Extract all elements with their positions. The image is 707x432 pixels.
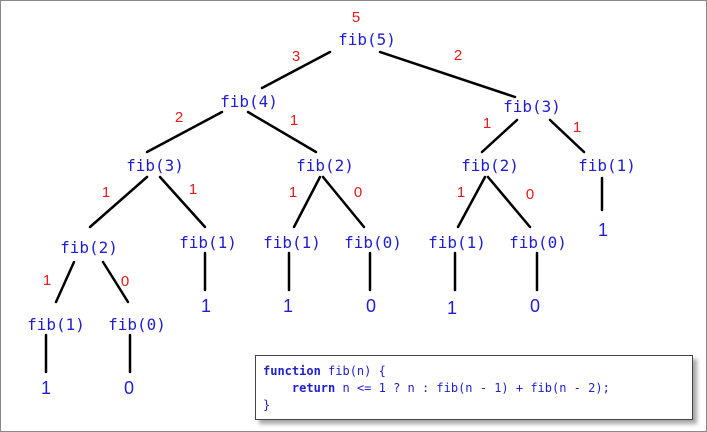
edge-label-fib3l-fib1: 1 xyxy=(189,181,197,198)
edge-label-fib3l-fib2: 1 xyxy=(102,184,110,201)
node-fib3-left: fib(3) xyxy=(126,156,184,175)
node-fib2-right: fib(2) xyxy=(461,156,519,175)
leaf-value-g: 0 xyxy=(124,378,134,398)
edge-label-fib3r-fib1: 1 xyxy=(573,119,581,136)
edge-fib2l-fib1 xyxy=(54,260,76,304)
edge-label-fib2r-fib1: 1 xyxy=(457,184,465,201)
edge-fib3r-fib1 xyxy=(548,118,586,154)
leaf-value-d: 1 xyxy=(447,298,457,318)
edge-label-fib2r-fib0: 0 xyxy=(526,186,534,203)
edge-label-fib2l-fib0: 0 xyxy=(121,273,129,290)
edge-fib4-fib2 xyxy=(246,110,318,154)
node-fib2-left: fib(2) xyxy=(60,238,118,257)
code-snippet: function fib(n) { return n <= 1 ? n : fi… xyxy=(255,355,693,420)
edge-fib2r-fib0 xyxy=(486,175,532,229)
node-fib1-f: fib(1) xyxy=(27,315,85,334)
edge-fib2r-fib1 xyxy=(456,175,487,229)
leaf-value-fib1-right: 1 xyxy=(598,220,608,240)
code-keyword-function: function xyxy=(263,364,321,378)
edge-fib2m-fib1 xyxy=(292,175,322,229)
edge-label-fib4-fib3: 2 xyxy=(175,109,183,126)
edge-label-fib2l-fib1: 1 xyxy=(43,272,51,289)
edge-label-fib3r-fib2: 1 xyxy=(483,115,491,132)
code-indent xyxy=(263,381,292,395)
node-fib5: fib(5) xyxy=(338,30,396,49)
edge-fib3r-fib2 xyxy=(480,118,519,154)
leaf-value-c: 0 xyxy=(366,296,376,316)
node-fib0-c: fib(0) xyxy=(344,233,402,252)
node-fib2-middle: fib(2) xyxy=(296,156,354,175)
edge-fib4-fib3 xyxy=(145,110,224,154)
edge-label-fib5-fib3: 2 xyxy=(454,47,462,64)
edge-fib5-fib3 xyxy=(378,50,517,99)
edge-fib2l-fib0 xyxy=(101,260,130,304)
node-fib1-d: fib(1) xyxy=(428,233,486,252)
edge-fib3l-fib2 xyxy=(88,175,149,229)
leaf-value-b: 1 xyxy=(283,296,293,316)
node-fib1-a: fib(1) xyxy=(179,233,237,252)
edge-label-fib5-fib4: 3 xyxy=(292,48,300,65)
root-value: 5 xyxy=(352,9,360,26)
code-keyword-return: return xyxy=(291,381,336,395)
code-line-2: return n <= 1 ? n : fib(n - 1) + fib(n -… xyxy=(263,380,692,397)
edge-label-fib2m-fib0: 0 xyxy=(354,184,362,201)
edge-fib2m-fib0 xyxy=(321,175,366,229)
code-line-1-rest: fib(n) { xyxy=(320,364,386,378)
node-fib1-b: fib(1) xyxy=(263,233,321,252)
edge-label-fib4-fib2: 1 xyxy=(290,112,298,129)
edge-fib5-fib4 xyxy=(260,50,332,90)
node-fib3-right: fib(3) xyxy=(503,97,561,116)
edge-label-fib2m-fib1: 1 xyxy=(289,184,297,201)
node-fib0-g: fib(0) xyxy=(108,315,166,334)
node-fib4: fib(4) xyxy=(220,92,278,111)
leaf-value-a: 1 xyxy=(201,296,211,316)
code-line-1: function fib(n) { xyxy=(263,363,692,380)
node-fib0-e: fib(0) xyxy=(509,233,567,252)
leaf-value-e: 0 xyxy=(530,296,540,316)
code-line-3: } xyxy=(263,398,271,412)
edge-fib3l-fib1 xyxy=(158,175,207,229)
leaf-value-f: 1 xyxy=(41,378,51,398)
node-fib1-right: fib(1) xyxy=(578,156,636,175)
code-line-2-rest: n <= 1 ? n : fib(n - 1) + fib(n - 2); xyxy=(335,381,610,395)
